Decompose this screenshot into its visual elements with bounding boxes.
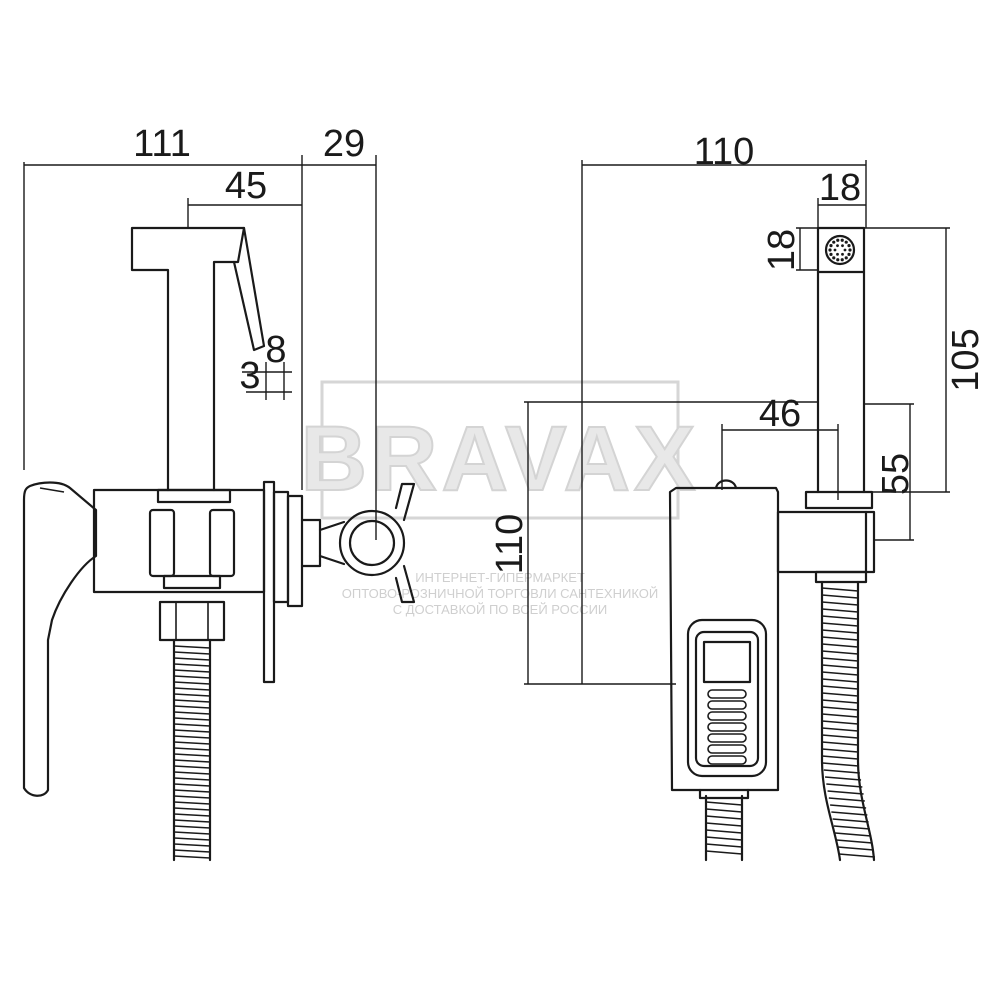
dim-head-width: 18: [819, 167, 861, 209]
dim-spout-offset: 45: [225, 165, 267, 207]
watermark-line-3: С ДОСТАВКОЙ ПО ВСЕЙ РОССИИ: [393, 602, 608, 617]
lever-ribs: [707, 689, 747, 765]
dim-center-offset: 46: [759, 393, 801, 435]
front-view: 110 18 18 105 110 46 55: [489, 131, 987, 862]
hose-front-bottom: [698, 788, 750, 862]
dim-body-height: 110: [489, 514, 531, 575]
dim-total-height: 105: [945, 328, 987, 391]
holder-front: [776, 510, 876, 584]
mixer-body-front: [668, 479, 780, 792]
lever-handle: [22, 481, 98, 797]
dim-overall-depth: 111: [133, 123, 191, 165]
shower-head-front: [804, 226, 874, 510]
side-view: 111 29 45 8 3: [22, 123, 416, 862]
dim-head-height: 18: [761, 229, 803, 271]
dim-holder-depth: 29: [323, 123, 365, 165]
dim-plate: 8: [265, 329, 286, 371]
shower-holder-side: [300, 482, 416, 604]
shower-head-side: [130, 226, 266, 492]
side-dimensions: [23, 155, 377, 540]
hose-front-right: [820, 580, 876, 862]
wall-flange: [262, 480, 304, 684]
dim-neck-height: 55: [875, 453, 917, 495]
dim-gap: 3: [239, 355, 260, 397]
hose-side: [158, 600, 226, 862]
watermark-line-1: ИНТЕРНЕТ-ГИПЕРМАРКЕТ: [415, 570, 585, 585]
watermark: BRAVAX ИНТЕРНЕТ-ГИПЕРМАРКЕТ ОПТОВО-РОЗНИ…: [300, 380, 700, 617]
mixer-body-side: [92, 488, 266, 594]
watermark-line-2: ОПТОВО-РОЗНИЧНОЙ ТОРГОВЛИ САНТЕХНИКОЙ: [342, 586, 658, 601]
spray-nozzle-dots: [828, 238, 852, 262]
dim-front-width: 110: [694, 131, 755, 173]
watermark-frame: [320, 380, 680, 520]
watermark-brand: BRAVAX: [301, 408, 700, 510]
